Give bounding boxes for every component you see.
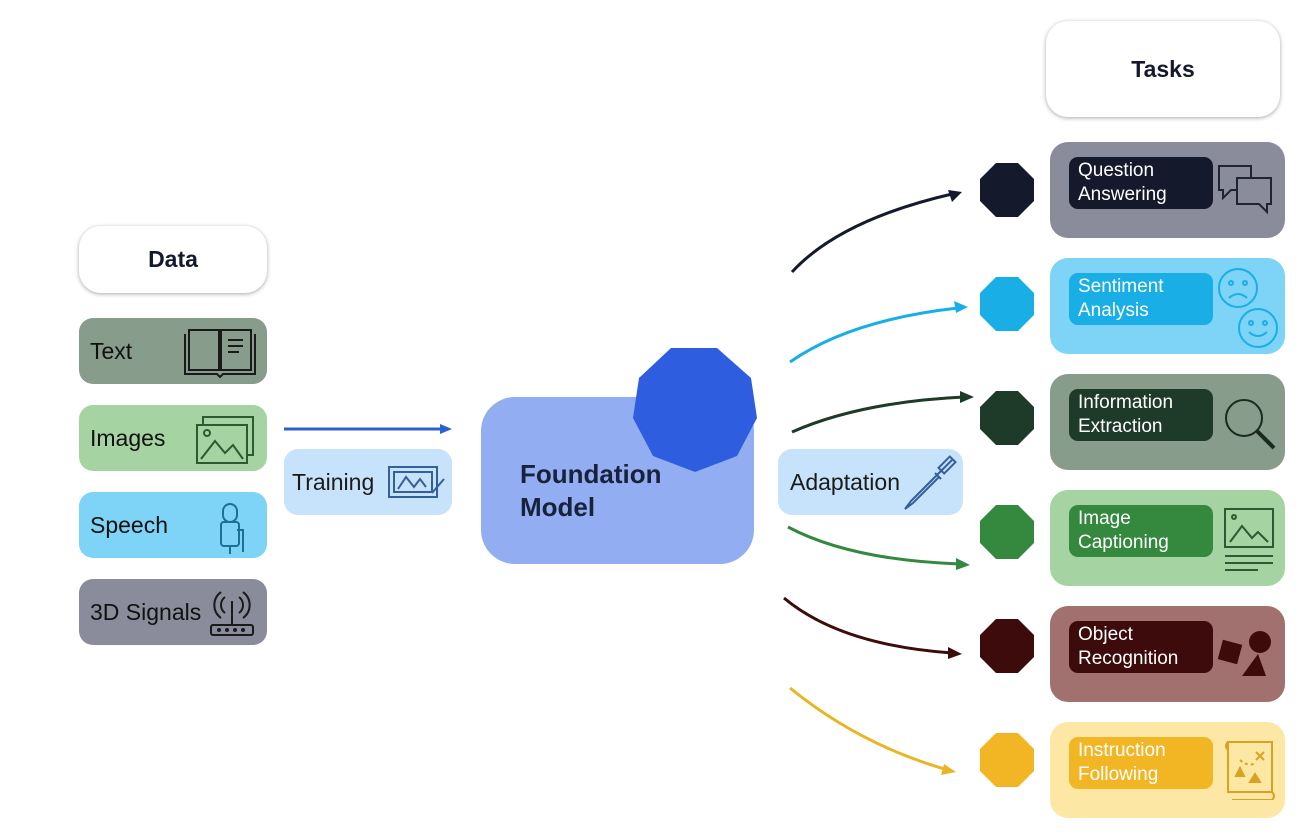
treasure-map-icon — [1225, 741, 1275, 800]
chart-board-icon — [388, 466, 445, 498]
task-label-line2: Captioning — [1078, 532, 1169, 553]
task-label: Image Captioning — [1069, 505, 1213, 557]
task-label-line1: Sentiment — [1078, 276, 1164, 297]
task-instruction-following: Instruction Following — [1050, 722, 1285, 818]
captioned-picture-icon — [1224, 508, 1274, 571]
foundation-model-title: Foundation Model — [520, 458, 662, 524]
task-question-answering: Question Answering — [1050, 142, 1285, 238]
arrow-image-captioning — [787, 525, 961, 566]
foundation-model-line2: Model — [520, 492, 596, 522]
happy-face-icon — [1238, 308, 1278, 348]
data-item-label: Images — [90, 424, 166, 451]
task-label: Instruction Following — [1069, 737, 1213, 789]
task-object-recognition: Object Recognition — [1050, 606, 1285, 702]
task-dot-image-captioning — [980, 505, 1034, 559]
task-label: Object Recognition — [1069, 621, 1213, 673]
task-dot-question-answering — [980, 163, 1034, 217]
task-label-line1: Image — [1078, 508, 1131, 529]
task-image-captioning: Image Captioning — [1050, 490, 1285, 586]
router-icon — [210, 591, 254, 636]
data-item-text: Text — [79, 318, 267, 384]
task-label-line1: Question — [1078, 160, 1155, 181]
data-header-label: Data — [148, 246, 198, 272]
task-label-line2: Analysis — [1078, 300, 1149, 321]
arrow-question-answering — [790, 192, 953, 274]
task-label-line2: Answering — [1078, 184, 1167, 205]
task-label-line1: Information — [1078, 392, 1174, 413]
adaptation-label-box: Adaptation — [778, 449, 963, 515]
task-dot-sentiment-analysis — [980, 277, 1034, 331]
task-dot-object-recognition — [980, 619, 1034, 673]
chat-bubbles-icon — [1218, 165, 1272, 215]
training-label: Training — [292, 468, 375, 495]
task-label: Question Answering — [1069, 157, 1213, 209]
data-item-label: Text — [90, 337, 133, 364]
foundation-model-line1: Foundation — [520, 459, 662, 489]
microphone-icon — [220, 503, 244, 554]
sad-face-icon — [1218, 268, 1258, 308]
magnifier-icon — [1225, 399, 1276, 450]
task-label: Information Extraction — [1069, 389, 1213, 441]
task-label-line2: Recognition — [1078, 648, 1179, 669]
foundation-model-accent-shape — [633, 348, 757, 472]
task-label-line1: Instruction — [1078, 740, 1166, 761]
tasks-header: Tasks — [1046, 21, 1280, 117]
task-label: Sentiment Analysis — [1069, 273, 1213, 325]
arrow-object-recognition — [783, 596, 953, 655]
training-arrow — [284, 424, 452, 434]
data-item-label: Speech — [90, 511, 169, 538]
task-dot-information-extraction — [980, 391, 1034, 445]
task-label-line2: Following — [1078, 764, 1159, 785]
arrow-information-extraction — [791, 395, 965, 434]
tasks-header-label: Tasks — [1131, 55, 1195, 82]
arrow-sentiment-analysis — [789, 306, 959, 364]
task-label-line2: Extraction — [1078, 416, 1163, 437]
data-item-images: Images — [79, 405, 267, 471]
data-header: Data — [79, 226, 267, 293]
book-icon — [184, 329, 256, 378]
task-information-extraction: Information Extraction — [1050, 374, 1285, 470]
data-item-label: 3D Signals — [90, 598, 202, 625]
screwdriver-icon — [904, 455, 957, 510]
arrow-instruction-following — [789, 686, 949, 772]
adaptation-label: Adaptation — [790, 468, 900, 495]
task-sentiment-analysis: Sentiment Analysis — [1050, 258, 1285, 354]
data-item-3d-signals: 3D Signals — [79, 579, 267, 645]
data-item-speech: Speech — [79, 492, 267, 558]
task-dot-instruction-following — [980, 733, 1034, 787]
adaptation-arrows — [783, 190, 974, 775]
training-label-box: Training — [284, 449, 452, 515]
task-label-line1: Object — [1078, 624, 1133, 645]
picture-icon — [196, 416, 254, 464]
shapes-icon — [1217, 631, 1271, 676]
